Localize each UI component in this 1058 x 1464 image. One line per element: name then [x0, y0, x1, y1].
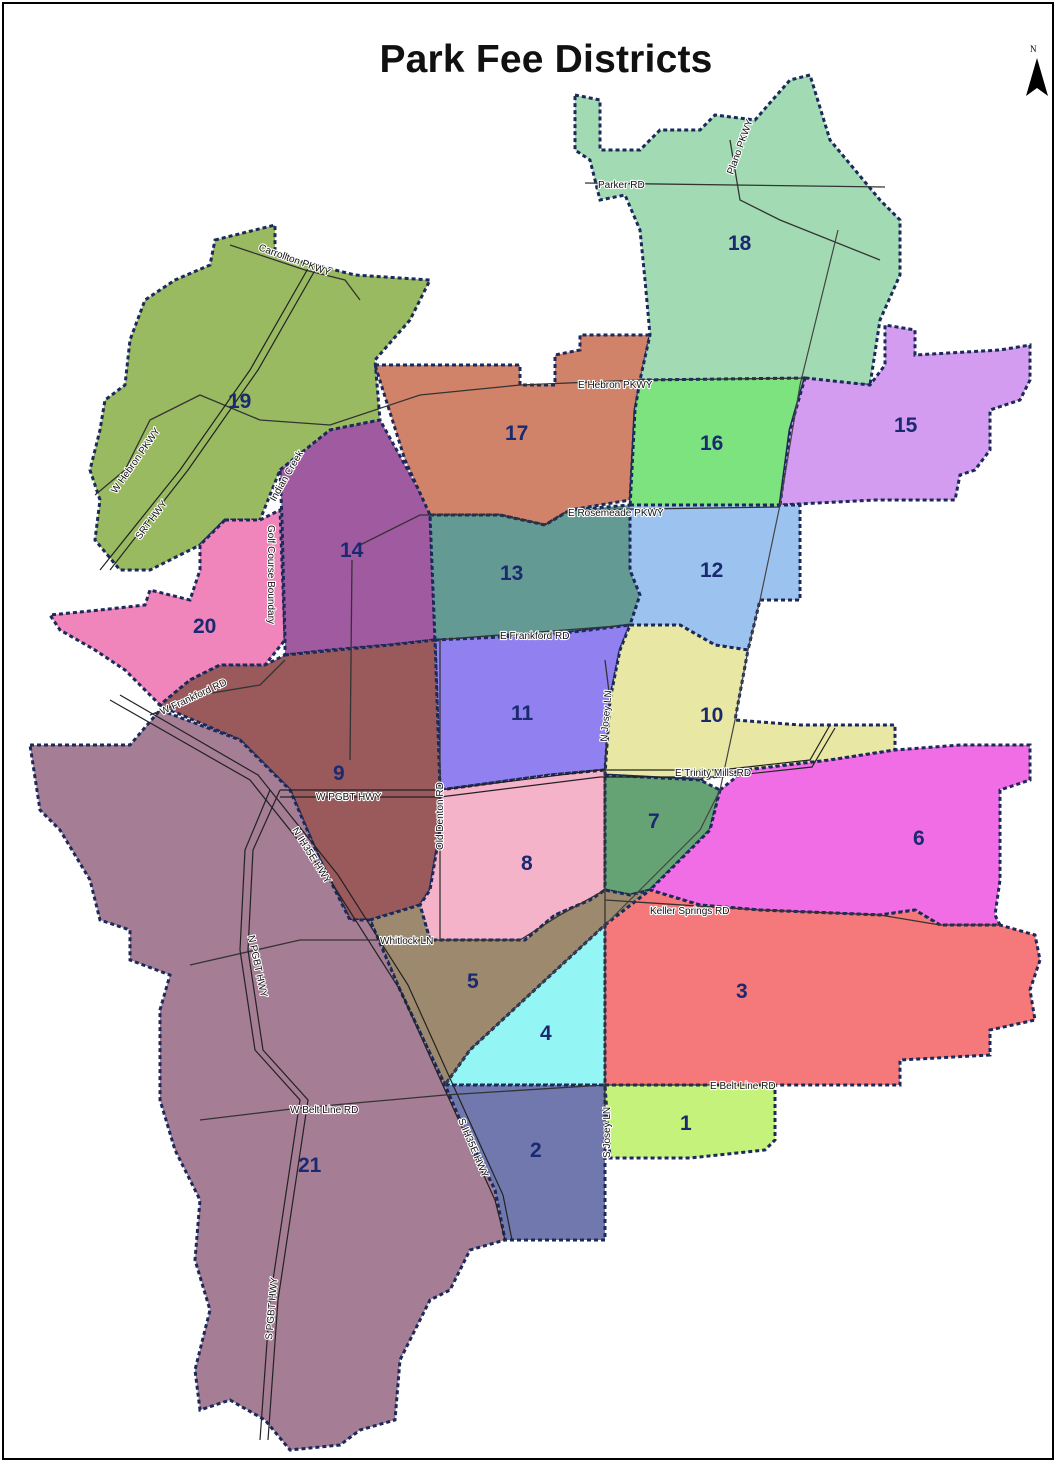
district-20[interactable] — [47, 507, 287, 708]
district-label-4: 4 — [540, 1022, 552, 1045]
district-3[interactable] — [603, 888, 1042, 1087]
district-label-1: 1 — [680, 1112, 692, 1135]
district-label-13: 13 — [500, 562, 523, 585]
district-label-21: 21 — [298, 1154, 322, 1177]
district-label-3: 3 — [736, 980, 748, 1003]
hwy-ih35e — [109, 699, 506, 1241]
district-label-6: 6 — [913, 827, 925, 850]
district-label-14: 14 — [340, 539, 364, 562]
district-label-2: 2 — [530, 1139, 542, 1162]
hwy-pgbt-n-2 — [247, 789, 309, 1441]
district-label-15: 15 — [894, 414, 918, 437]
road-label-keller: Keller Springs RD — [650, 906, 729, 917]
road-keller — [604, 899, 1000, 926]
road-rosemeade — [359, 506, 781, 546]
north-label: N — [1030, 44, 1037, 54]
road-label-josey-s: S Josey LN — [602, 1107, 613, 1158]
road-parker — [584, 182, 886, 188]
road-label-frankford-e: E Frankford RD — [500, 631, 569, 642]
road-label-whitlock: Whitlock LN — [380, 936, 433, 947]
district-label-16: 16 — [700, 432, 723, 455]
hwy-pgbt-w — [280, 724, 831, 791]
hwy-pgbt-w-2 — [280, 727, 836, 798]
road-label-parker: Parker RD — [598, 180, 645, 191]
district-label-11: 11 — [511, 702, 534, 725]
district-19[interactable] — [88, 223, 433, 572]
district-label-19: 19 — [228, 390, 251, 413]
road-label-trinity: E Trinity Mills RD — [675, 768, 751, 779]
road-belt-line — [199, 1084, 775, 1121]
road-josey-upper — [349, 559, 353, 761]
district-label-20: 20 — [193, 615, 216, 638]
district-label-7: 7 — [648, 810, 660, 833]
district-label-10: 10 — [700, 704, 723, 727]
district-21[interactable] — [28, 708, 507, 1452]
road-label-belt-e: E Belt Line RD — [710, 1081, 776, 1092]
district-label-17: 17 — [505, 422, 528, 445]
north-arrow: N — [1020, 44, 1054, 104]
hwy-pgbt-n — [239, 789, 301, 1441]
road-label-golf: Golf Course Boundary — [265, 525, 276, 624]
map-title: Park Fee Districts — [379, 38, 713, 81]
road-whitlock — [189, 889, 606, 966]
north-arrow-icon — [1026, 58, 1048, 96]
road-carrollton — [229, 244, 361, 301]
hwy-srt — [99, 264, 311, 571]
district-13[interactable] — [428, 503, 642, 642]
district-15[interactable] — [778, 323, 1032, 507]
road-frankford-w — [149, 659, 286, 716]
district-label-12: 12 — [700, 559, 723, 582]
road-label-pgbt-w: W PGBT HWY — [316, 792, 382, 803]
district-label-5: 5 — [467, 970, 479, 993]
road-hebron — [124, 377, 811, 471]
hwy-ih35e-2 — [119, 694, 513, 1241]
road-plano — [729, 139, 881, 261]
road-frankford — [434, 624, 631, 641]
road-label-old-denton: Old Denton RD — [435, 782, 446, 850]
rail-line — [444, 229, 839, 1086]
road-label-hebron-e: E Hebron PKWY — [578, 380, 653, 391]
road-josey — [604, 659, 611, 1160]
district-label-18: 18 — [728, 232, 752, 255]
road-label-belt-w: W Belt Line RD — [290, 1105, 358, 1116]
hwy-srt-2 — [109, 264, 319, 571]
road-hebron-w — [94, 469, 126, 496]
road-label-rosemeade: E Rosemeade PKWY — [568, 508, 664, 519]
district-label-8: 8 — [521, 852, 533, 875]
district-label-9: 9 — [333, 762, 345, 785]
